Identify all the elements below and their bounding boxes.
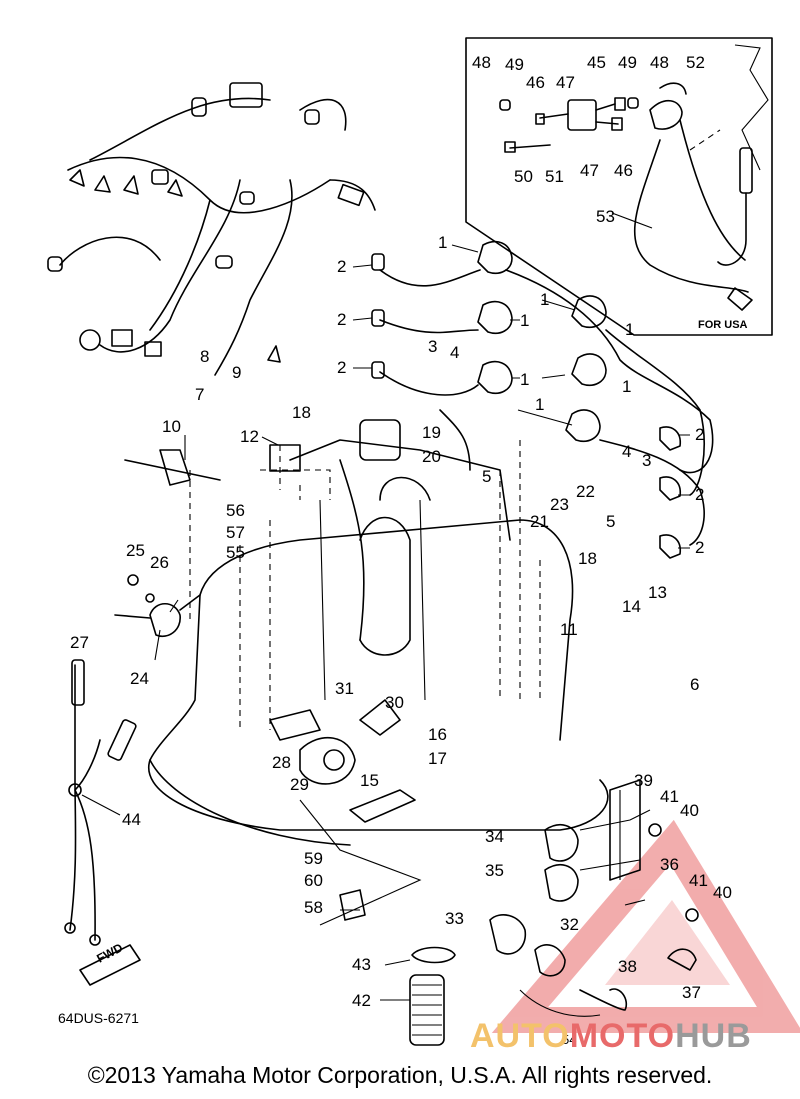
callout-27: 27 bbox=[70, 633, 89, 652]
callout-2e: 2 bbox=[695, 485, 704, 504]
callout-8: 8 bbox=[200, 347, 209, 366]
callout-2a: 2 bbox=[337, 257, 346, 276]
callout-37: 37 bbox=[682, 983, 701, 1002]
callout-46b: 46 bbox=[614, 161, 633, 180]
callout-9: 9 bbox=[232, 363, 241, 382]
lower-right-parts-drawing bbox=[489, 779, 699, 1017]
callout-41a: 41 bbox=[660, 787, 679, 806]
callout-24: 24 bbox=[130, 669, 149, 688]
callout-11: 11 bbox=[560, 620, 578, 639]
watermark-part-2: MOTO bbox=[569, 1017, 676, 1055]
copyright-notice: ©2013 Yamaha Motor Corporation, U.S.A. A… bbox=[87, 1062, 713, 1088]
callout-60: 60 bbox=[304, 871, 323, 890]
engine-block-drawing bbox=[147, 419, 609, 846]
callout-2f: 2 bbox=[695, 538, 704, 557]
callout-1c: 1 bbox=[520, 370, 529, 389]
callout-20: 20 bbox=[422, 447, 441, 466]
callout-16: 16 bbox=[428, 725, 447, 744]
callout-33: 33 bbox=[445, 909, 464, 928]
spring-part-drawing bbox=[409, 946, 456, 1046]
callout-55: 55 bbox=[226, 543, 245, 562]
watermark-part-3: HUB bbox=[675, 1017, 752, 1055]
callout-53: 53 bbox=[596, 207, 615, 226]
callout-52: 52 bbox=[686, 53, 705, 72]
callout-51: 51 bbox=[545, 167, 564, 186]
callout-5b: 5 bbox=[606, 512, 615, 531]
callout-19: 19 bbox=[422, 423, 441, 442]
callout-31: 31 bbox=[335, 679, 354, 698]
callout-50: 50 bbox=[514, 167, 533, 186]
callout-12: 12 bbox=[240, 427, 259, 446]
callout-46a: 46 bbox=[526, 73, 545, 92]
callout-42: 42 bbox=[352, 991, 371, 1010]
callout-49b: 49 bbox=[618, 53, 637, 72]
callout-3a: 3 bbox=[428, 337, 437, 356]
callout-41b: 41 bbox=[689, 871, 708, 890]
watermark-part-1: AUTO bbox=[470, 1017, 570, 1055]
callout-23: 23 bbox=[550, 495, 569, 514]
callout-1e: 1 bbox=[622, 377, 631, 396]
callout-40a: 40 bbox=[680, 801, 699, 820]
callout-47b: 47 bbox=[580, 161, 599, 180]
callout-7: 7 bbox=[195, 385, 204, 404]
callout-14: 14 bbox=[622, 597, 641, 616]
lower-left-parts-drawing bbox=[64, 449, 422, 986]
callout-2d: 2 bbox=[695, 425, 704, 444]
callout-1a: 1 bbox=[438, 233, 447, 252]
callout-15: 15 bbox=[360, 771, 379, 790]
callout-17: 17 bbox=[428, 749, 447, 768]
wiring-harness-drawing bbox=[47, 82, 376, 376]
callout-5a: 5 bbox=[482, 467, 491, 486]
callout-1b: 1 bbox=[520, 311, 529, 330]
callout-1g: 1 bbox=[625, 320, 634, 339]
callout-21: 21 bbox=[530, 512, 549, 531]
inset-usa-box bbox=[465, 37, 773, 336]
callout-48a: 48 bbox=[472, 53, 491, 72]
drawing-code: 64DUS-6271 bbox=[58, 1010, 139, 1026]
callout-3b: 3 bbox=[642, 451, 651, 470]
callout-35: 35 bbox=[485, 861, 504, 880]
callout-48b: 48 bbox=[650, 53, 669, 72]
for-usa-note: FOR USA bbox=[698, 319, 748, 331]
callout-28: 28 bbox=[272, 753, 291, 772]
callout-36: 36 bbox=[660, 855, 679, 874]
callout-40b: 40 bbox=[713, 883, 732, 902]
callout-49a: 49 bbox=[505, 55, 524, 74]
callout-45: 45 bbox=[587, 53, 606, 72]
callout-22: 22 bbox=[576, 482, 595, 501]
leader-lines bbox=[81, 212, 690, 1001]
callout-54: 54 bbox=[562, 1032, 576, 1047]
callout-1d: 1 bbox=[540, 290, 549, 309]
callout-1f: 1 bbox=[535, 395, 544, 414]
callout-6: 6 bbox=[690, 675, 699, 694]
callout-30: 30 bbox=[385, 693, 404, 712]
callout-38: 38 bbox=[618, 957, 637, 976]
callout-labels: 1 1 1 1 1 1 1 2 2 2 2 2 2 3 3 4 4 5 5 6 … bbox=[70, 53, 732, 1047]
callout-2b: 2 bbox=[337, 310, 346, 329]
callout-59: 59 bbox=[304, 849, 323, 868]
callout-29: 29 bbox=[290, 775, 309, 794]
callout-58: 58 bbox=[304, 898, 323, 917]
callout-43: 43 bbox=[352, 955, 371, 974]
callout-39: 39 bbox=[634, 771, 653, 790]
watermark-logo-icon bbox=[491, 819, 800, 1033]
callout-34: 34 bbox=[485, 827, 504, 846]
callout-18a: 18 bbox=[292, 403, 311, 422]
callout-47a: 47 bbox=[556, 73, 575, 92]
callout-13: 13 bbox=[648, 583, 667, 602]
callout-4a: 4 bbox=[450, 343, 459, 362]
callout-57: 57 bbox=[226, 523, 245, 542]
callout-44: 44 bbox=[122, 810, 141, 829]
callout-56: 56 bbox=[226, 501, 245, 520]
callout-18b: 18 bbox=[578, 549, 597, 568]
callout-10: 10 bbox=[162, 417, 181, 436]
callout-25: 25 bbox=[126, 541, 145, 560]
callout-32: 32 bbox=[560, 915, 579, 934]
callout-4b: 4 bbox=[622, 442, 631, 461]
callout-26: 26 bbox=[150, 553, 169, 572]
callout-2c: 2 bbox=[337, 358, 346, 377]
watermark-text: AUTOMOTOHUB bbox=[470, 1017, 752, 1056]
